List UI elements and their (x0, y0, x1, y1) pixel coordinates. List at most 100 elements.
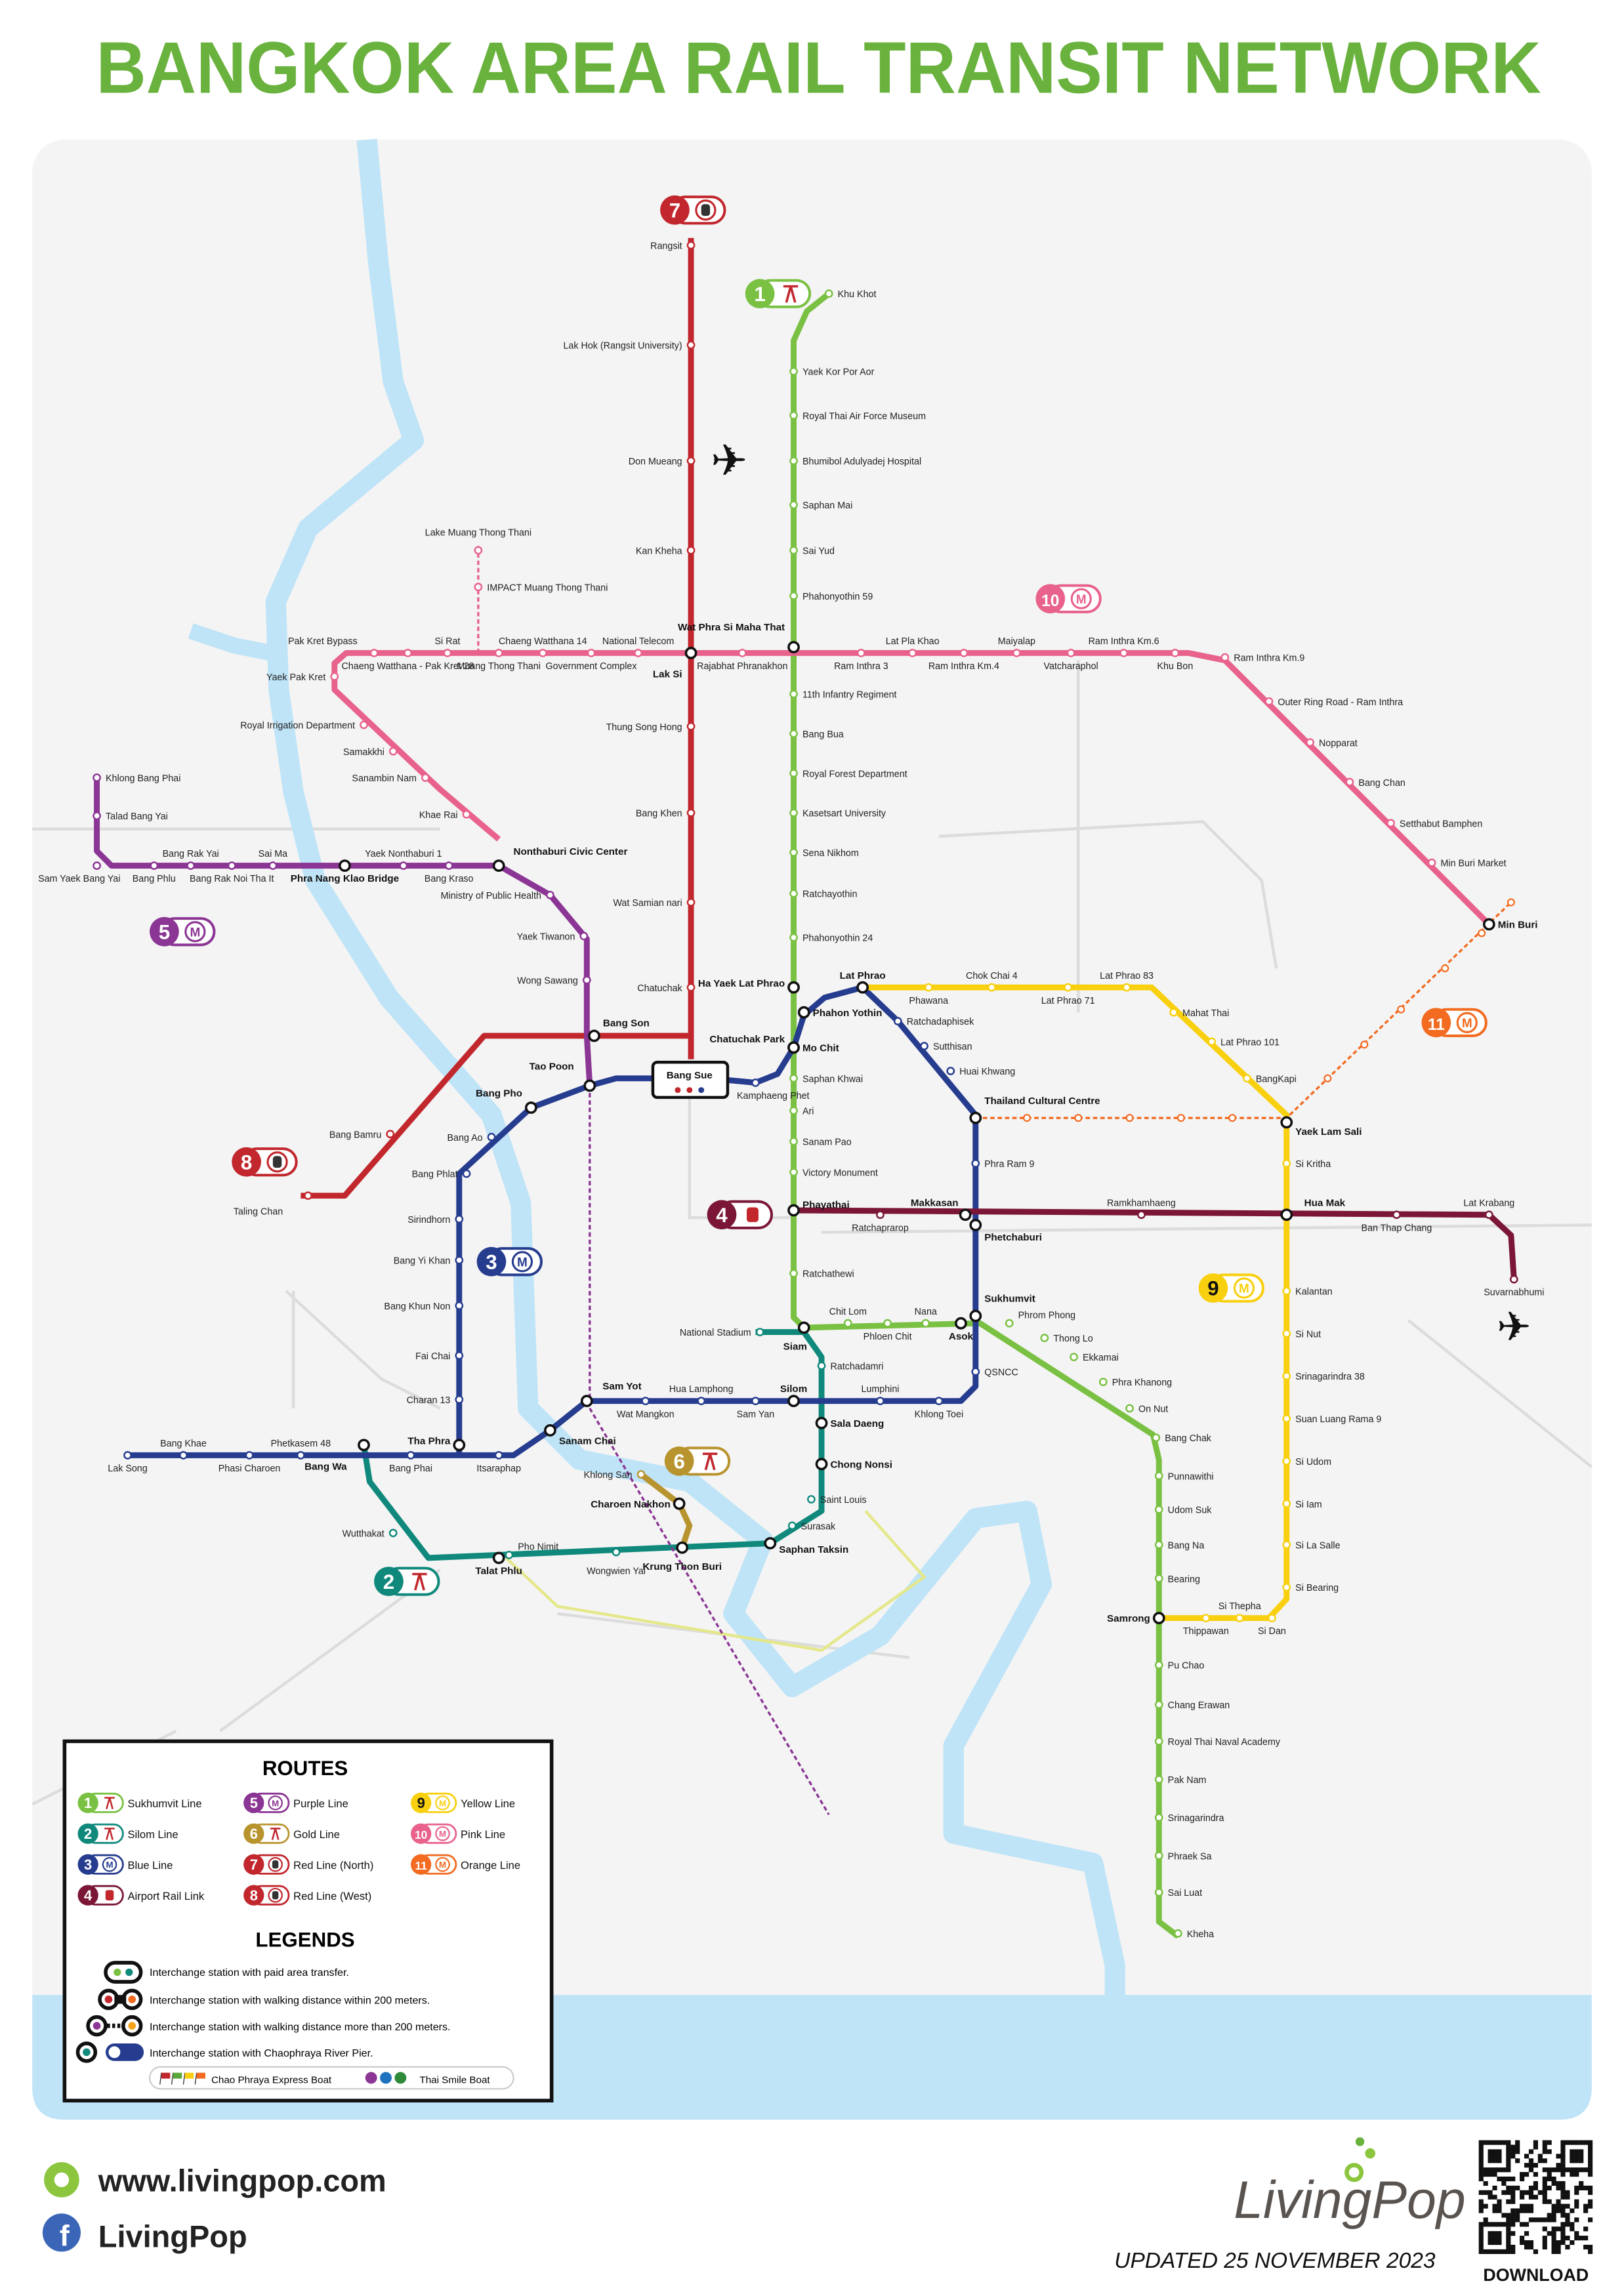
station-marker[interactable] (1220, 653, 1230, 662)
station-marker[interactable] (971, 1367, 980, 1376)
station-marker[interactable] (1243, 1074, 1251, 1083)
station[interactable]: Si Nut (1282, 1329, 1322, 1340)
station[interactable]: Sirindhorn (407, 1215, 464, 1225)
station[interactable]: Huai Khwang (946, 1067, 1016, 1077)
station[interactable]: Bang Yi Khan (394, 1256, 464, 1267)
station[interactable]: Lat Phrao 101 (1207, 1037, 1280, 1048)
station[interactable]: Pak Kret Bypass (288, 636, 379, 657)
station-marker[interactable] (579, 932, 589, 941)
station-marker[interactable] (751, 1078, 760, 1087)
station-marker[interactable] (636, 1470, 646, 1479)
station-marker[interactable] (817, 1361, 826, 1370)
station[interactable]: Sam Yot (580, 1381, 642, 1408)
facebook-link[interactable]: LivingPop (98, 2219, 247, 2254)
station-marker[interactable] (455, 1215, 464, 1223)
station-marker[interactable] (789, 457, 798, 465)
station[interactable]: Saint Louis (807, 1495, 867, 1506)
station[interactable]: Bang Khen (636, 809, 696, 819)
route-line-6[interactable] (639, 1471, 693, 1549)
station[interactable]: Min Buri Market (1427, 859, 1507, 869)
station[interactable]: Charoen Nakhon (591, 1497, 686, 1510)
station-marker[interactable] (988, 983, 996, 992)
station[interactable]: Saphan Mai (789, 501, 852, 511)
station[interactable]: Sai Ma (259, 849, 288, 870)
station[interactable]: 11th Infantry Regiment (789, 690, 897, 701)
station-marker[interactable] (612, 1548, 621, 1557)
station[interactable]: Yaek Lam Sali (1280, 1116, 1362, 1138)
station[interactable]: BangKapi (1243, 1074, 1297, 1084)
station-marker[interactable] (1280, 1208, 1293, 1221)
station[interactable]: Phetkasem 48 (271, 1439, 331, 1460)
station[interactable]: Rajabhat Phranakhon (697, 649, 787, 672)
station-marker[interactable] (462, 1169, 471, 1178)
station-marker[interactable] (588, 1029, 600, 1042)
station[interactable]: Silom (780, 1384, 807, 1408)
station[interactable]: National Stadium (680, 1328, 764, 1338)
station-marker[interactable] (856, 981, 869, 994)
station[interactable]: Vatcharaphol (1044, 649, 1098, 672)
station-marker[interactable] (676, 1541, 689, 1554)
bang-sue-station[interactable]: Bang Sue (651, 1060, 730, 1099)
station-marker[interactable] (1282, 1456, 1291, 1466)
station-marker[interactable] (824, 289, 833, 298)
station-marker[interactable] (807, 1495, 816, 1504)
station-marker[interactable] (538, 649, 547, 657)
station-marker[interactable] (1201, 1614, 1211, 1622)
station[interactable]: Yaek Kor Por Aor (789, 367, 875, 378)
station[interactable]: Bhumibol Adulyadej Hospital (789, 457, 921, 467)
station[interactable]: Makkasan (911, 1197, 972, 1221)
route-line-5[interactable] (589, 1085, 830, 1816)
station[interactable]: Nonthaburi Civic Center (492, 846, 628, 872)
station-marker[interactable] (492, 859, 505, 872)
station-marker[interactable] (330, 672, 339, 681)
station-marker[interactable] (583, 1079, 596, 1092)
station[interactable]: Phetchaburi (969, 1218, 1042, 1243)
station[interactable]: Muang Thong Thani (457, 649, 541, 672)
station[interactable]: Saphan Taksin (764, 1537, 848, 1555)
station-marker[interactable] (924, 983, 933, 992)
station[interactable]: Kamphaeng Phet (737, 1078, 810, 1101)
station-marker[interactable] (1040, 1334, 1049, 1342)
station[interactable]: Yaek Nonthaburi 1 (365, 849, 442, 870)
station-marker[interactable] (789, 1074, 798, 1083)
station[interactable]: Khlong Toei (915, 1397, 963, 1420)
station[interactable]: Wat Mangkon (617, 1397, 675, 1420)
station[interactable]: Khu Bon (1157, 649, 1193, 672)
station-marker[interactable] (1282, 1329, 1291, 1338)
station[interactable]: Ratchayothin (789, 890, 857, 900)
station-marker[interactable] (524, 1101, 537, 1114)
station-marker[interactable] (296, 1451, 305, 1460)
station-marker[interactable] (1282, 1583, 1291, 1591)
station-marker[interactable] (959, 1208, 972, 1221)
station-marker[interactable] (686, 457, 696, 465)
station[interactable]: Bang Phlu (133, 861, 176, 884)
station[interactable]: Bang Bua (789, 729, 844, 740)
station-marker[interactable] (686, 898, 696, 907)
station-marker[interactable] (1386, 819, 1395, 828)
station-marker[interactable] (738, 649, 747, 657)
station[interactable]: Si Kritha (1282, 1159, 1331, 1170)
station[interactable]: Phahon Yothin (797, 1006, 883, 1019)
station[interactable]: Ratchathewi (789, 1269, 854, 1280)
station[interactable]: Bang Bamru (329, 1130, 395, 1140)
station-marker[interactable] (1154, 1888, 1163, 1897)
station[interactable]: Bang Ao (448, 1133, 496, 1143)
station-marker[interactable] (686, 241, 696, 250)
station[interactable]: Ramkhamhaeng (1107, 1198, 1176, 1220)
station[interactable]: Phayathai (787, 1200, 850, 1217)
station[interactable]: Ratchadaphisek (893, 1017, 974, 1027)
station-marker[interactable] (789, 1269, 798, 1278)
route-line-5[interactable] (94, 777, 593, 1086)
station[interactable]: Srinagarindra 38 (1282, 1372, 1365, 1382)
station[interactable]: Bang Khun Non (384, 1302, 464, 1312)
station-marker[interactable] (1507, 898, 1515, 907)
station[interactable]: Wat Phra Si Maha That (678, 622, 800, 653)
station-marker[interactable] (453, 1439, 466, 1452)
station-marker[interactable] (1360, 1040, 1369, 1049)
station[interactable]: Ban Thap Chang (1362, 1210, 1432, 1234)
station[interactable]: Tao Poon (530, 1061, 596, 1092)
station-marker[interactable] (462, 810, 471, 819)
station-marker[interactable] (388, 747, 398, 756)
station[interactable]: Sam Yaek Bang Yai (38, 861, 120, 884)
station-marker[interactable] (1509, 1275, 1518, 1284)
